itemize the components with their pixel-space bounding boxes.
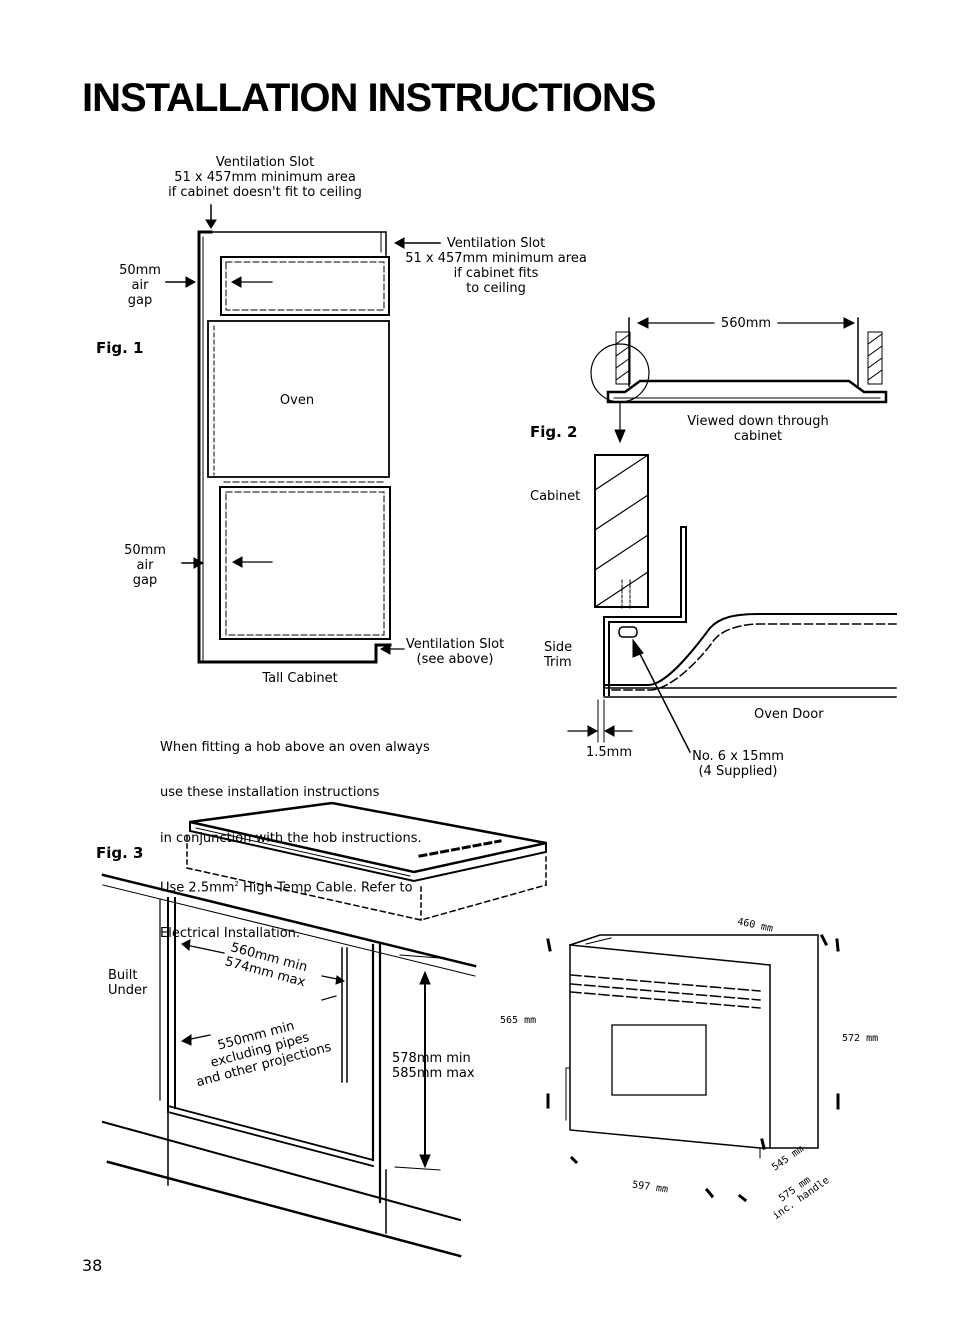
- fig1-vent-top-label: Ventilation Slot 51 x 457mm minimum area…: [168, 155, 362, 200]
- fig1-oven-label: Oven: [279, 393, 315, 408]
- hob-note-cable-squared: 2: [234, 880, 239, 889]
- fig1-label: Fig. 1: [96, 339, 144, 357]
- fig1-vent-bottom-label: Ventilation Slot (see above): [405, 637, 505, 667]
- fig3-height-dim-label: 578mm min 585mm max: [392, 1051, 475, 1081]
- hob-note: When fitting a hob above an oven always …: [160, 709, 430, 957]
- hob-note-line2: use these installation instructions: [160, 785, 380, 801]
- hob-note-cable-text: High Temp Cable. Refer to: [238, 880, 413, 896]
- fig1-tall-cabinet-drawing: [165, 204, 441, 664]
- hob-note-line4: Use 2.5mm2 High Temp Cable. Refer to: [160, 877, 430, 896]
- fig1-air-gap-bottom-label: 50mm air gap: [124, 543, 166, 588]
- fig2-gap-label: 1.5mm: [586, 745, 633, 760]
- fig2-side-trim-drawing: [567, 317, 897, 754]
- fig3-label: Fig. 3: [96, 844, 144, 862]
- fig1-air-gap-top-label: 50mm air gap: [119, 263, 161, 308]
- oven-left-height-dim: 565 mm: [500, 1015, 537, 1026]
- fig3-built-under-label: Built Under: [108, 968, 148, 998]
- hob-note-cable-size: Use 2.5mm: [160, 880, 235, 896]
- hob-note-line1: When fitting a hob above an oven always: [160, 739, 430, 755]
- fig2-viewed-label: Viewed down through cabinet: [687, 414, 829, 444]
- hob-note-line5: Electrical Installation.: [160, 926, 301, 942]
- fig2-label: Fig. 2: [530, 423, 578, 441]
- oven-right-height-dim: 572 mm: [842, 1033, 879, 1044]
- fig1-vent-right-label: Ventilation Slot 51 x 457mm minimum area…: [405, 236, 587, 296]
- page-number: 38: [82, 1256, 103, 1275]
- fig2-cabinet-label: Cabinet: [530, 489, 581, 504]
- oven-dimension-drawing: [546, 933, 840, 1203]
- fig2-oven-door-label: Oven Door: [754, 707, 824, 722]
- fig2-screw-label: No. 6 x 15mm (4 Supplied): [692, 749, 784, 779]
- hob-note-line3: in conjunction with the hob instructions…: [160, 831, 422, 847]
- fig3-built-under-drawing: [101, 801, 547, 1258]
- page-title: INSTALLATION INSTRUCTIONS: [82, 76, 656, 120]
- fig1-tall-cabinet-label: Tall Cabinet: [262, 671, 338, 686]
- fig2-width-label: 560mm: [720, 316, 772, 331]
- fig2-side-trim-label: Side Trim: [544, 640, 573, 670]
